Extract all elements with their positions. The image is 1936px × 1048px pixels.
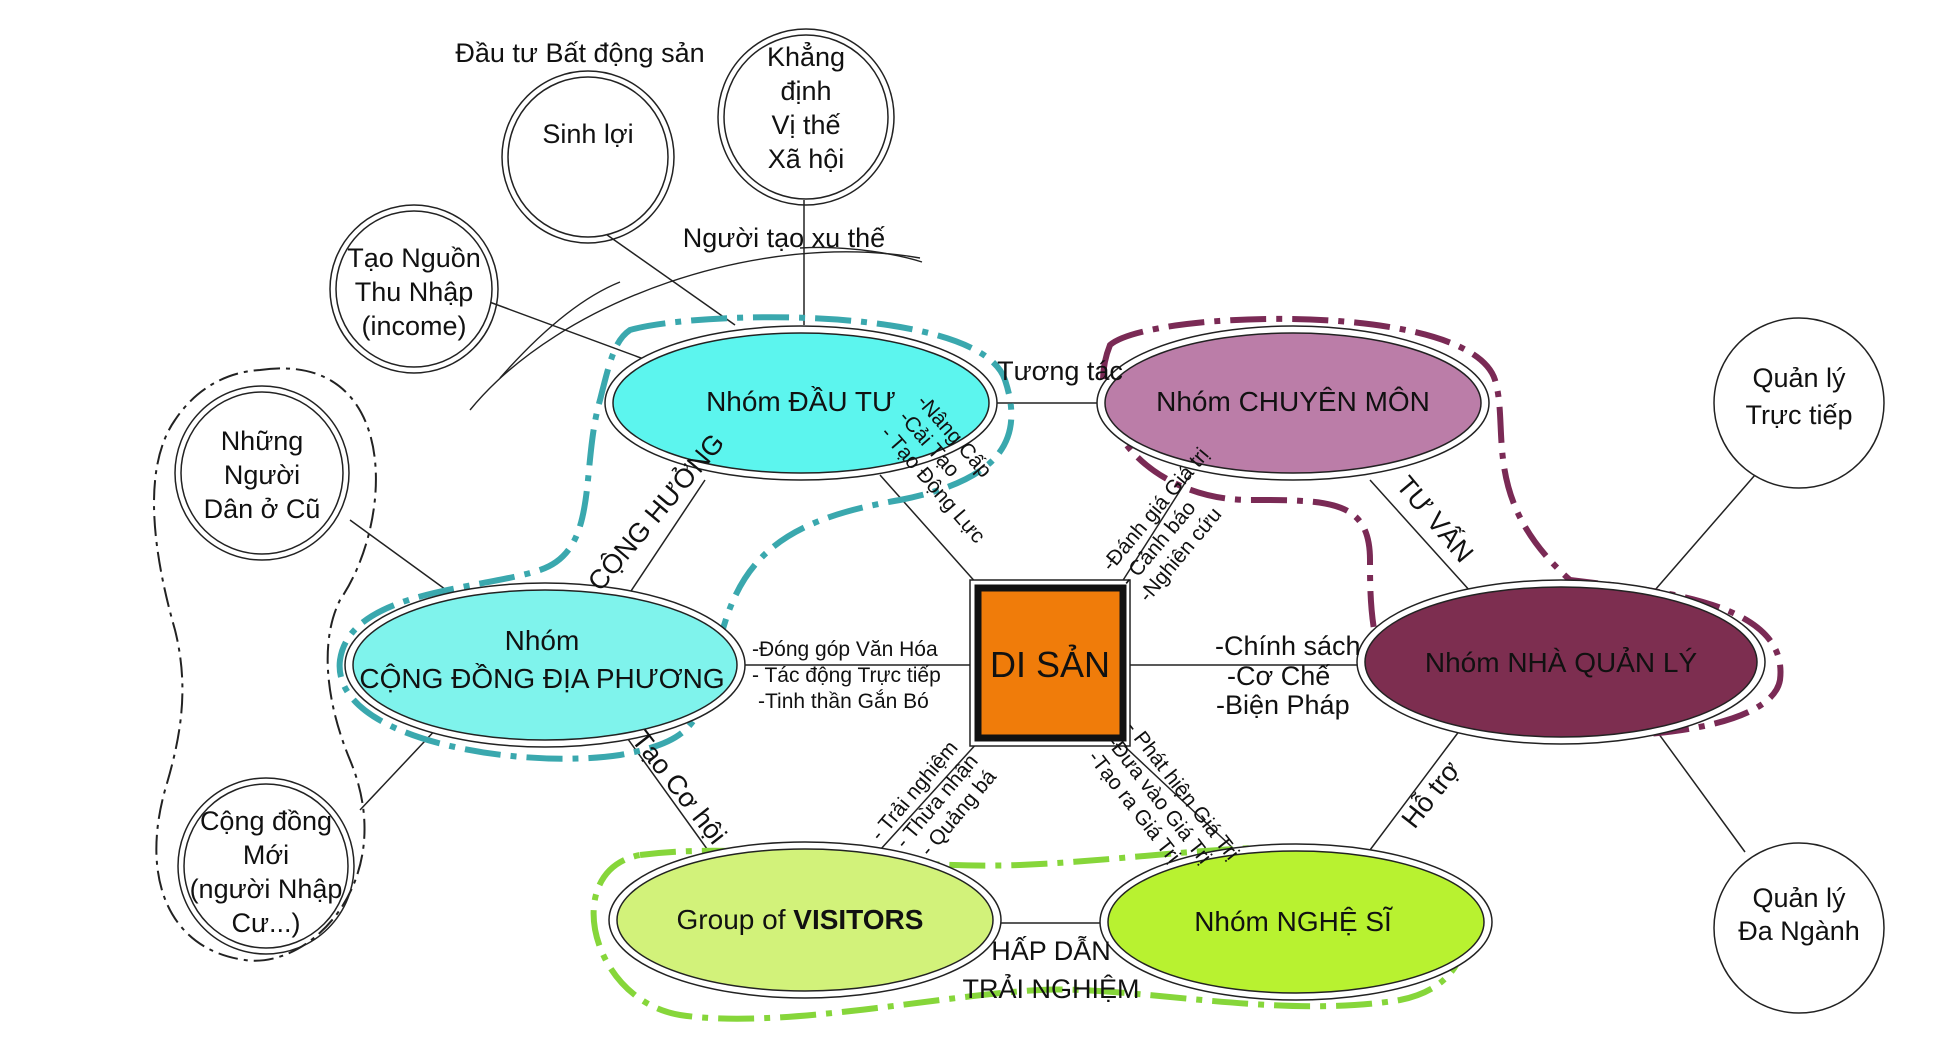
cong-dong-ellipse	[352, 589, 738, 741]
nha-quan-ly-label: Nhóm NHÀ QUẢN LÝ	[1425, 646, 1698, 678]
chuyen-mon-label: Nhóm CHUYÊN MÔN	[1156, 386, 1430, 417]
residents-capsule-outline	[153, 367, 377, 962]
satellite-cong-dong-moi: Cộng đồng Mới (người Nhập Cư...)	[177, 777, 355, 955]
nhung-nguoi-circle-outer	[174, 385, 350, 561]
nhung-nguoi-circle-inner	[180, 391, 344, 555]
visitors-ellipse	[616, 848, 994, 992]
trendsetter-arcs	[469, 246, 923, 411]
ql-da-nganh-line-1: Quản lý	[1752, 883, 1846, 913]
relation-tao-co-hoi: Tạo Cơ hội	[626, 725, 733, 850]
nhung-nguoi-line-2: Người	[224, 460, 300, 490]
tao-nguon-line-2: Thu Nhập	[355, 277, 474, 307]
satellite-ql-truc-tiep: Quản lý Trực tiếp	[1713, 317, 1885, 489]
nghe-si-label: Nhóm NGHỆ SĨ	[1194, 906, 1393, 937]
group-nghe-si: Nhóm NGHỆ SĨ	[1099, 843, 1493, 1001]
group-visitors: Group of VISITORS	[608, 841, 1002, 999]
nhung-nguoi-line-3: Dân ở Cũ	[204, 494, 321, 524]
chuyen-mon-ellipse	[1104, 332, 1482, 474]
group-dau-tu: Nhóm ĐẦU TƯ	[604, 325, 998, 481]
group-cong-dong: Nhóm CỘNG ĐỒNG ĐỊA PHƯƠNG	[344, 582, 746, 748]
center-box	[974, 584, 1127, 742]
arc-outer	[469, 251, 921, 411]
cong-dong-moi-line-2: Mới	[243, 840, 289, 870]
group-nha-quan-ly: Nhóm NHÀ QUẢN LÝ	[1356, 579, 1766, 745]
satellite-nhung-nguoi: Những Người Dân ở Cũ	[174, 385, 350, 561]
investment-community-outline	[336, 314, 1015, 762]
ql-truc-tiep-line-1: Quản lý	[1752, 363, 1846, 393]
spoke-nha-quan-ly-1: -Chính sách	[1215, 631, 1361, 661]
sinh-loi-label: Sinh lợi	[542, 119, 633, 149]
relation-hap-dan-2: TRẢI NGHIỆM	[962, 972, 1139, 1004]
tao-nguon-circle-outer	[329, 204, 499, 374]
spoke-dautu	[879, 474, 979, 586]
visitors-artist-outline	[590, 844, 1467, 1022]
khang-dinh-circle-outer	[717, 28, 895, 206]
nha-quan-ly-ellipse	[1364, 586, 1758, 738]
trendsetter-label: Người tạo xu thế	[683, 223, 885, 253]
arc-outer-right	[799, 246, 923, 263]
visitors-label-bold: VISITORS	[793, 904, 923, 935]
dau-tu-ellipse	[612, 332, 990, 474]
line-taonguon-dautu	[483, 299, 661, 366]
visitors-label-prefix: Group of	[677, 904, 794, 935]
nhung-nguoi-line-1: Những	[221, 426, 304, 456]
line-qldanganh-quanly	[1644, 714, 1746, 853]
sinh-loi-circle-inner	[507, 76, 669, 238]
khang-dinh-line-2: định	[780, 76, 831, 106]
khang-dinh-line-3: Vị thế	[771, 110, 840, 140]
dau-tu-label: Nhóm ĐẦU TƯ	[706, 386, 896, 417]
cong-dong-moi-line-1: Cộng đồng	[200, 806, 332, 836]
ql-truc-tiep-circle	[1713, 317, 1885, 489]
center-label: DI SẢN	[990, 644, 1110, 685]
sinh-loi-circle-outer	[501, 70, 675, 244]
ql-truc-tiep-line-2: Trực tiếp	[1745, 400, 1852, 430]
satellite-tao-nguon: Tạo Nguồn Thu Nhập (income)	[329, 204, 499, 374]
line-nghesi-quanly	[1369, 729, 1461, 851]
relation-hap-dan-1: HẤP DẪN	[991, 935, 1111, 966]
center-di-san: DI SẢN	[969, 579, 1131, 747]
spoke-cong-dong-3: -Tinh thần Gắn Bó	[758, 690, 929, 713]
spoke-labels-cong-dong: -Đóng góp Văn Hóa - Tác động Trực tiếp -…	[752, 638, 941, 713]
cong-dong-line-1: Nhóm	[505, 625, 580, 656]
ql-da-nganh-line-2: Đa Ngành	[1738, 916, 1860, 946]
satellite-sinh-loi: Sinh lợi	[501, 70, 675, 244]
relation-ho-tro: Hỗ trợ	[1395, 755, 1466, 834]
satellite-ql-da-nganh: Quản lý Đa Ngành	[1713, 842, 1885, 1014]
spoke-cong-dong-1: -Đóng góp Văn Hóa	[752, 638, 938, 661]
investment-label: Đầu tư Bất động sản	[455, 38, 704, 68]
line-nhungnguoi-congdong	[349, 519, 461, 601]
spoke-nha-quan-ly-2: -Cơ Chế	[1227, 661, 1330, 691]
connector-lines	[349, 167, 1756, 924]
cong-dong-moi-line-3: (người Nhập	[190, 874, 343, 904]
group-chuyen-mon: Nhóm CHUYÊN MÔN	[1096, 325, 1490, 481]
khang-dinh-line-4: Xã hội	[768, 144, 845, 174]
cong-dong-line-2: CỘNG ĐỒNG ĐỊA PHƯƠNG	[359, 663, 724, 694]
line-chuyenmon-quanly	[1369, 479, 1481, 603]
khang-dinh-circle-inner	[723, 34, 889, 200]
cong-dong-moi-circle-inner	[183, 783, 349, 949]
line-qltructiep-quanly	[1654, 474, 1756, 591]
interaction-label: Tương tác	[997, 356, 1123, 386]
spoke-chuyenmon	[1119, 474, 1191, 586]
spoke-visitors	[879, 741, 979, 851]
cong-dong-moi-line-4: Cư...)	[231, 908, 300, 938]
line-dautu-congdong	[624, 479, 706, 601]
tao-nguon-circle-inner	[335, 210, 493, 368]
tao-nguon-line-1: Tạo Nguồn	[347, 243, 481, 273]
cong-dong-moi-circle-outer	[177, 777, 355, 955]
satellite-khang-dinh: Khẳng định Vị thế Xã hội	[717, 28, 895, 206]
arc-inner	[499, 281, 621, 379]
spoke-nha-quan-ly-3: -Biện Pháp	[1216, 690, 1350, 720]
spoke-cong-dong-2: - Tác động Trực tiếp	[752, 664, 941, 687]
tao-nguon-line-3: (income)	[361, 311, 466, 341]
visitors-label: Group of VISITORS	[677, 904, 924, 935]
expert-manager-outline	[1100, 315, 1784, 740]
spoke-labels-nha-quan-ly: -Chính sách -Cơ Chế -Biện Pháp	[1215, 631, 1361, 720]
ql-da-nganh-circle	[1713, 842, 1885, 1014]
khang-dinh-line-1: Khẳng	[767, 40, 845, 72]
spoke-nghesi	[1119, 741, 1236, 851]
nghe-si-ellipse	[1107, 850, 1485, 994]
